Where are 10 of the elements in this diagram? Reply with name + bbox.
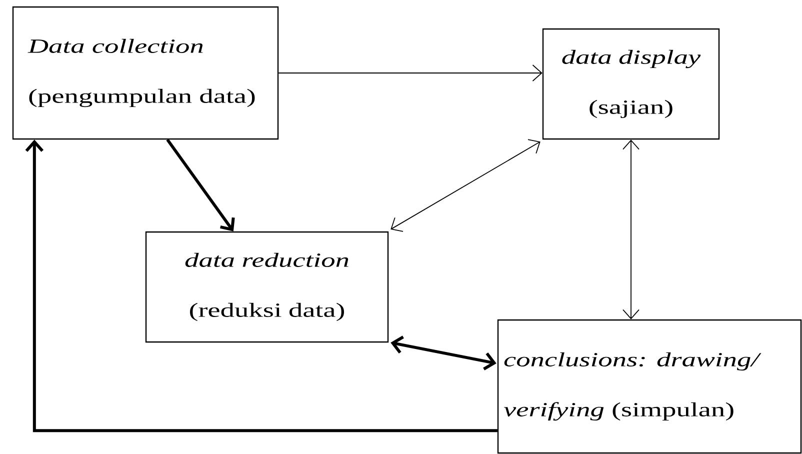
- process-box: data display (sajian): [542, 28, 720, 140]
- arrow: [622, 140, 640, 320]
- process-box: data reduction (reduksi data): [145, 231, 389, 343]
- process-box: conclusions: drawing/ verifying (simpulan): [497, 319, 802, 454]
- arrow: [278, 64, 542, 82]
- arrow: [390, 336, 496, 370]
- arrow: [166, 138, 235, 232]
- process-box: Data collection (pengumpulan data): [12, 6, 279, 140]
- arrow: [390, 139, 540, 232]
- arrow: [25, 140, 498, 432]
